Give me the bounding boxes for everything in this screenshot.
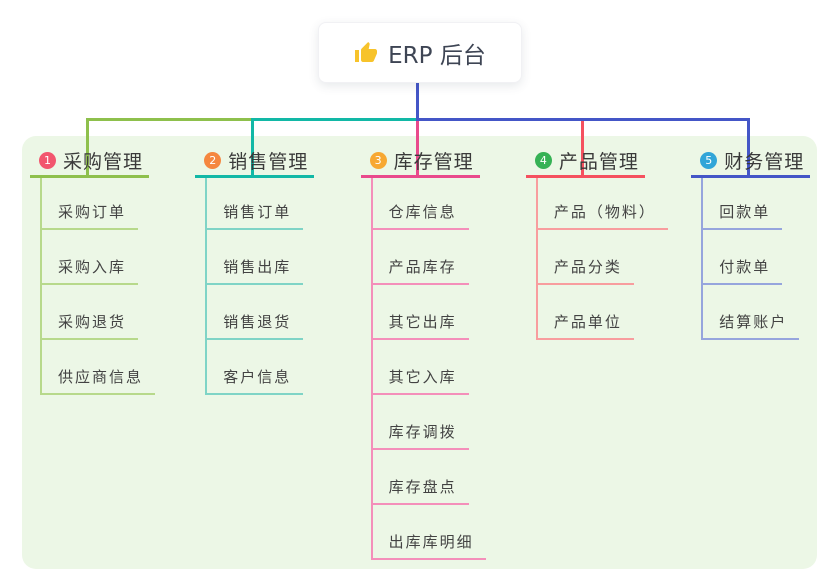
branch-item-label: 采购退货 [58, 313, 127, 331]
branch-item-label: 产品单位 [553, 313, 622, 331]
branch-item-label: 产品分类 [553, 258, 622, 276]
branch-inventory-connector-drop [416, 118, 420, 178]
branch-product-label: 产品管理 [558, 151, 639, 173]
branch-item-label: 客户信息 [223, 368, 292, 386]
branch-product-heading[interactable]: 4 产品管理 [525, 146, 645, 178]
branch-inventory-item[interactable]: 仓库信息 [370, 202, 469, 230]
branch-item-label: 其它出库 [388, 313, 457, 331]
branch-inventory-tree-line [370, 178, 373, 560]
branch-finance-connector-drop [746, 118, 750, 178]
branch-item-label: 仓库信息 [388, 203, 457, 221]
branch-sales-item[interactable]: 销售订单 [205, 202, 304, 230]
branch-inventory-item[interactable]: 其它出库 [370, 312, 469, 340]
root-title: ERP 后台 [388, 42, 486, 69]
branch-sales-connector-drop [250, 118, 254, 178]
branch-item-label: 采购订单 [58, 203, 127, 221]
branch-finance-item[interactable]: 结算账户 [701, 312, 800, 340]
branch-purchase-number-badge: 1 [39, 152, 56, 169]
branch-connector-horizontal-right [416, 118, 750, 121]
branch-inventory-item[interactable]: 库存盘点 [370, 477, 469, 505]
branch-item-label: 库存盘点 [388, 478, 457, 496]
branch-inventory-item[interactable]: 产品库存 [370, 257, 469, 285]
branch-purchase-item[interactable]: 采购退货 [40, 312, 139, 340]
branch-product-item[interactable]: 产品单位 [535, 312, 634, 340]
branch-product-item[interactable]: 产品（物料） [535, 202, 668, 230]
branch-purchase-item[interactable]: 采购入库 [40, 257, 139, 285]
branch-finance-label: 财务管理 [724, 151, 805, 173]
branch-finance-tree-line [701, 178, 704, 340]
branch-finance-item[interactable]: 回款单 [701, 202, 783, 230]
thumbs-up-icon [354, 41, 378, 65]
branch-inventory-item[interactable]: 出库库明细 [370, 532, 486, 560]
branch-inventory-number-badge: 3 [369, 152, 387, 169]
branch-inventory-label: 库存管理 [393, 151, 474, 173]
branch-purchase-item[interactable]: 采购订单 [40, 202, 139, 230]
branch-inventory-heading[interactable]: 3 库存管理 [360, 146, 480, 178]
branch-item-label: 其它入库 [388, 368, 457, 386]
branch-sales-item[interactable]: 销售出库 [205, 257, 304, 285]
branch-item-label: 产品库存 [388, 258, 457, 276]
branch-item-label: 采购入库 [58, 258, 127, 276]
branch-inventory-item[interactable]: 库存调拨 [370, 422, 469, 450]
branch-purchase-label: 采购管理 [63, 151, 144, 173]
branch-product-number-badge: 4 [534, 152, 552, 169]
branch-item-label: 销售退货 [223, 313, 292, 331]
branch-purchase-connector-drop [85, 118, 89, 178]
branch-item-label: 销售订单 [223, 203, 292, 221]
branch-sales-heading[interactable]: 2 销售管理 [195, 146, 315, 178]
branch-sales-number-badge: 2 [204, 152, 222, 169]
branch-purchase-heading[interactable]: 1 采购管理 [30, 146, 149, 178]
root-connector-line [416, 83, 420, 121]
branch-item-label: 回款单 [719, 203, 771, 221]
branch-item-label: 销售出库 [223, 258, 292, 276]
branch-sales-tree-line [205, 178, 208, 395]
branch-product-item[interactable]: 产品分类 [535, 257, 634, 285]
branch-sales-item[interactable]: 客户信息 [205, 367, 304, 395]
branch-item-label: 库存调拨 [388, 423, 457, 441]
branch-item-label: 产品（物料） [553, 203, 656, 221]
branch-finance-item[interactable]: 付款单 [701, 257, 783, 285]
branch-purchase-item[interactable]: 供应商信息 [40, 367, 156, 395]
root-node[interactable]: ERP 后台 [318, 22, 522, 83]
branch-sales-label: 销售管理 [228, 151, 309, 173]
branch-item-label: 结算账户 [719, 313, 788, 331]
branch-item-label: 出库库明细 [388, 533, 474, 551]
branch-sales-item[interactable]: 销售退货 [205, 312, 304, 340]
branches-panel [22, 136, 817, 569]
branch-product-connector-drop [581, 118, 585, 178]
branch-connector-horizontal-left [85, 118, 254, 121]
branch-finance-heading[interactable]: 5 财务管理 [691, 146, 811, 178]
branch-item-label: 供应商信息 [58, 368, 144, 386]
branch-purchase-tree-line [40, 178, 42, 395]
branch-item-label: 付款单 [719, 258, 771, 276]
branch-connector-horizontal-mid [250, 118, 420, 121]
branch-inventory-item[interactable]: 其它入库 [370, 367, 469, 395]
branch-product-tree-line [535, 178, 538, 340]
branch-finance-number-badge: 5 [700, 152, 718, 169]
